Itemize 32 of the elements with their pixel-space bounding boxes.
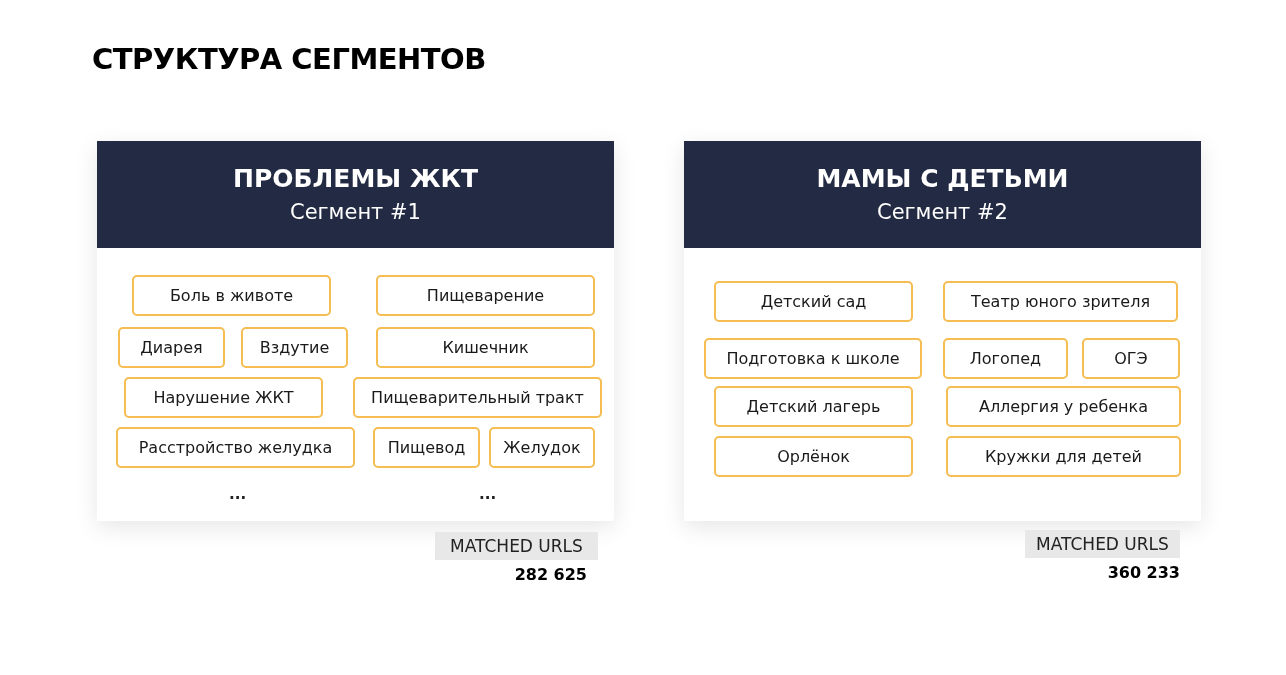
keyword-tag: Кружки для детей bbox=[946, 436, 1181, 477]
metric-label: MATCHED URLS bbox=[435, 532, 598, 560]
metric-label: MATCHED URLS bbox=[1025, 530, 1180, 558]
keyword-tag: ОГЭ bbox=[1082, 338, 1180, 379]
keyword-tag: Кишечник bbox=[376, 327, 595, 368]
keyword-tag: Аллергия у ребенка bbox=[946, 386, 1181, 427]
keyword-tag: Детский сад bbox=[714, 281, 913, 322]
keyword-tag: Желудок bbox=[489, 427, 595, 468]
keyword-tag: Боль в животе bbox=[132, 275, 331, 316]
keyword-tag: Подготовка к школе bbox=[704, 338, 922, 379]
keyword-tag: Вздутие bbox=[241, 327, 348, 368]
segment-subtitle: Сегмент #1 bbox=[290, 198, 421, 226]
keyword-tag: Расстройство желудка bbox=[116, 427, 355, 468]
segment-subtitle: Сегмент #2 bbox=[877, 198, 1008, 226]
keyword-tag: Пищевод bbox=[373, 427, 480, 468]
keyword-tag: Диарея bbox=[118, 327, 225, 368]
keyword-tag: Театр юного зрителя bbox=[943, 281, 1178, 322]
ellipsis: ... bbox=[229, 485, 247, 503]
url-count: 282 625 bbox=[514, 565, 587, 584]
keyword-tag: Логопед bbox=[943, 338, 1068, 379]
segment-panel bbox=[684, 141, 1201, 521]
keyword-tag: Пищеварение bbox=[376, 275, 595, 316]
segment-panel bbox=[97, 141, 614, 521]
ellipsis: ... bbox=[479, 485, 497, 503]
keyword-tag: Пищеварительный тракт bbox=[353, 377, 602, 418]
segment-heading: МАМЫ С ДЕТЬМИ bbox=[816, 162, 1069, 195]
keyword-tag: Детский лагерь bbox=[714, 386, 913, 427]
keyword-tag: Орлёнок bbox=[714, 436, 913, 477]
url-count: 360 233 bbox=[1107, 563, 1180, 582]
segment-heading: ПРОБЛЕМЫ ЖКТ bbox=[233, 162, 478, 195]
keyword-tag: Нарушение ЖКТ bbox=[124, 377, 323, 418]
slide-title: СТРУКТУРА СЕГМЕНТОВ bbox=[92, 42, 486, 76]
